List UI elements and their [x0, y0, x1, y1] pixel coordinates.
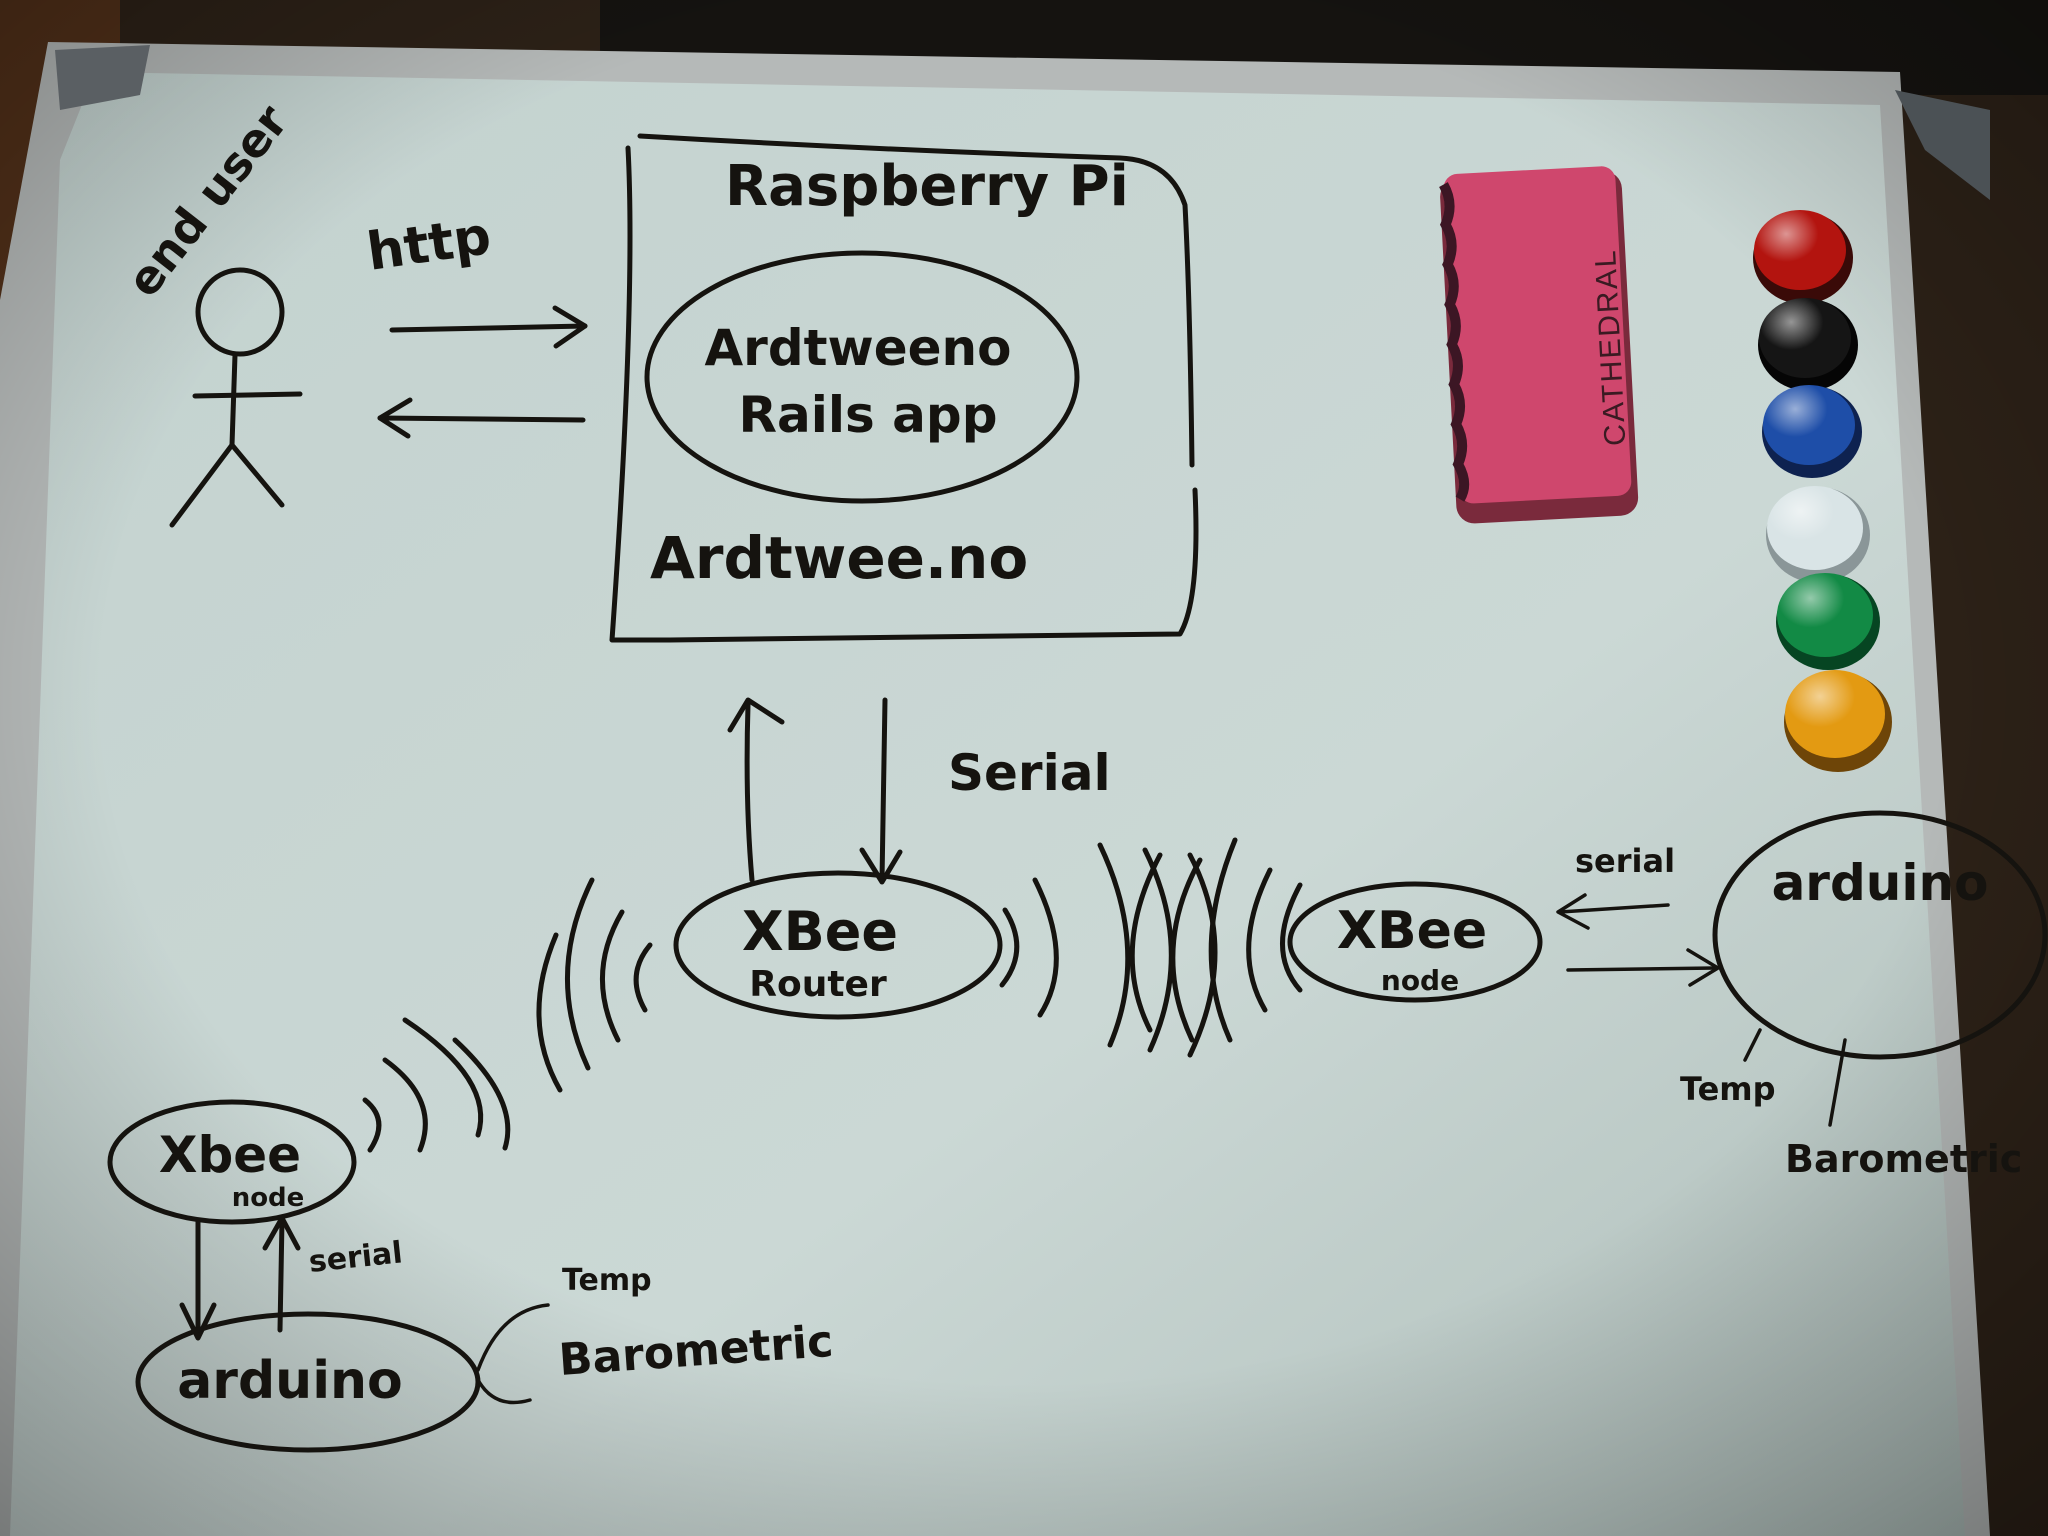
- serial-left-up-arrow: [262, 1215, 301, 1333]
- serial-left-down-arrow: [179, 1219, 217, 1341]
- router-right-waves-icon: [999, 877, 1059, 1018]
- white-magnet: [1766, 486, 1870, 583]
- http-request-arrow: [389, 305, 588, 349]
- black-magnet: [1758, 298, 1858, 391]
- serial-main-label: Serial: [948, 744, 1111, 802]
- green-magnet: [1776, 573, 1880, 670]
- rails-app-label-line1: Ardtweeno: [704, 319, 1011, 377]
- barometric-left-connector: [476, 1378, 532, 1405]
- serial-right-left-arrow: [1556, 893, 1670, 930]
- rails-app-label-line2: Rails app: [738, 386, 997, 444]
- temp-left-connector: [476, 1303, 550, 1372]
- xbee-router-label-line2: Router: [749, 964, 887, 1005]
- xbee-router-label-line1: XBee: [742, 900, 898, 963]
- temp-left-label: Temp: [562, 1263, 652, 1298]
- xbee-router-ellipse: [673, 870, 1003, 1020]
- magnets: [1753, 210, 1892, 772]
- serial-right-label: serial: [1575, 842, 1675, 880]
- xbee-node-right-ellipse: [1287, 881, 1543, 1003]
- raspberry-pi-label: Raspberry Pi: [725, 154, 1129, 219]
- arduino-right-ellipse: [1712, 810, 2048, 1060]
- arduino-left-label: arduino: [177, 1351, 403, 1411]
- serial-down-arrow: [859, 697, 903, 885]
- temp-right-label: Temp: [1680, 1070, 1776, 1108]
- red-magnet: [1753, 210, 1853, 304]
- blue-magnet: [1762, 385, 1862, 478]
- xbee-node-right-label-line2: node: [1381, 964, 1459, 997]
- frame-corner-top-left: [55, 45, 150, 110]
- temp-right-connector: [1743, 1028, 1762, 1062]
- link-waves-icon: [1097, 837, 1303, 1058]
- eraser: CATHEDRAL: [1439, 166, 1639, 524]
- orange-magnet: [1784, 670, 1892, 772]
- frame-corner-top-right: [1895, 90, 1990, 200]
- xbee-node-right-label-line1: XBee: [1337, 901, 1487, 961]
- ardtweeno-label: Ardtwee.no: [650, 524, 1028, 592]
- router-left-waves-icon: [536, 877, 653, 1093]
- xbee-node-left-label-line1: Xbee: [159, 1126, 301, 1184]
- arduino-right-label: arduino: [1772, 854, 1989, 912]
- end-user-figure: [169, 267, 303, 528]
- http-response-arrow: [377, 397, 586, 439]
- serial-up-arrow: [727, 697, 785, 883]
- xbee-node-left-ellipse: [107, 1099, 357, 1225]
- barometric-right-label: Barometric: [1785, 1137, 2022, 1181]
- left-node-waves-icon: [362, 1017, 511, 1153]
- serial-right-right-arrow: [1566, 948, 1720, 987]
- xbee-node-left-label-line2: node: [232, 1183, 305, 1213]
- barometric-right-connector: [1828, 1038, 1847, 1127]
- rails-app-ellipse: [644, 250, 1080, 504]
- raspberry-pi-box: [609, 133, 1199, 643]
